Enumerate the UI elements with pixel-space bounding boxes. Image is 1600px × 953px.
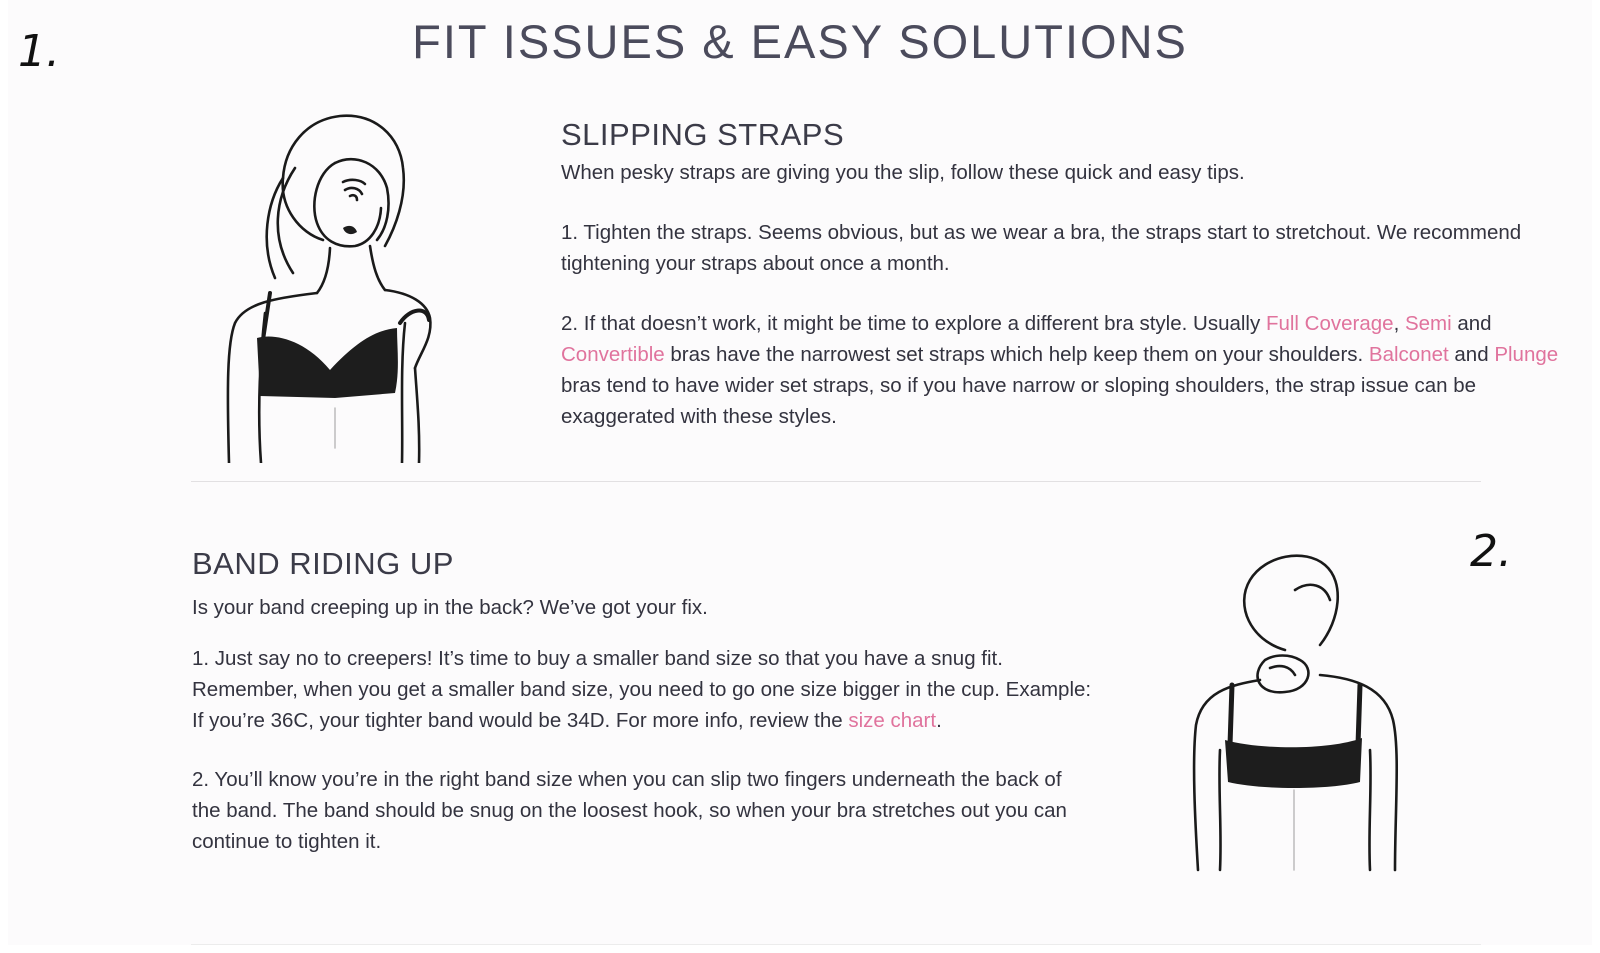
handwritten-number-one: 1. [18, 26, 60, 77]
section-divider [191, 481, 1481, 482]
band-riding-up-tip-2: 2. You’ll know you’re in the right band … [192, 768, 1067, 853]
bottom-divider [191, 944, 1481, 945]
band-riding-up-intro: Is your band creeping up in the back? We… [192, 596, 708, 619]
tip-2-separator-3: and [1448, 343, 1495, 366]
tip-2-text-part-1: 2. If that doesn’t work, it might be tim… [561, 312, 1266, 335]
band-riding-up-heading: BAND RIDING UP [192, 546, 454, 581]
band-riding-up-section: BAND RIDING UP Is your band creeping up … [192, 546, 1092, 857]
tip-2-separator-2: and [1451, 312, 1492, 335]
slipping-straps-section: SLIPPING STRAPS When pesky straps are gi… [561, 117, 1571, 432]
slipping-straps-tip-2: 2. If that doesn’t work, it might be tim… [561, 308, 1571, 432]
page-title: FIT ISSUES & EASY SOLUTIONS [412, 15, 1188, 68]
slipping-straps-tip-1: 1. Tighten the straps. Seems obvious, bu… [561, 221, 1522, 275]
convertible-link[interactable]: Convertible [561, 343, 665, 366]
slipping-straps-intro: When pesky straps are giving you the sli… [561, 161, 1245, 184]
band-tip-1-period: . [936, 709, 942, 732]
slipping-straps-heading: SLIPPING STRAPS [561, 117, 845, 152]
size-chart-link[interactable]: size chart [848, 709, 937, 732]
plunge-link[interactable]: Plunge [1494, 343, 1559, 366]
semi-link[interactable]: Semi [1404, 312, 1452, 335]
band-riding-up-tip-1: 1. Just say no to creepers! It’s time to… [192, 643, 1092, 736]
tip-2-text-part-3: bras tend to have wider set straps, so i… [561, 374, 1477, 428]
tip-2-separator-1: , [1393, 312, 1405, 335]
handwritten-number-two: 2. [1470, 526, 1512, 577]
band-riding-up-illustration [1192, 554, 1399, 872]
slipping-strap-illustration [226, 114, 432, 463]
page-background [8, 0, 1592, 945]
full-coverage-link[interactable]: Full Coverage [1265, 312, 1394, 335]
tip-2-text-part-2: bras have the narrowest set straps which… [664, 343, 1369, 366]
balconet-link[interactable]: Balconet [1368, 343, 1449, 366]
band-tip-1-text: 1. Just say no to creepers! It’s time to… [192, 647, 1092, 732]
